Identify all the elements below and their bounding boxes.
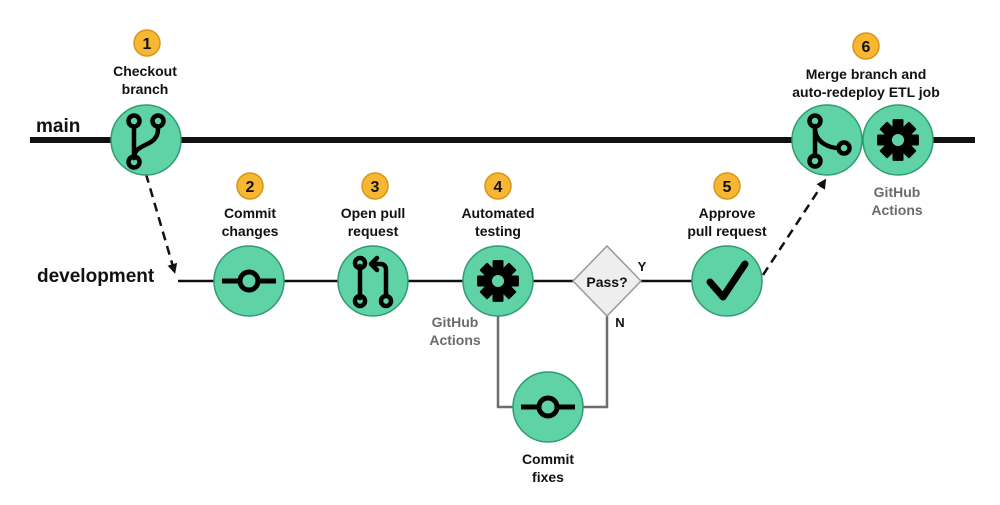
step-merge-and-redeploy: 6 Merge branch and auto-redeploy ETL job… — [791, 32, 940, 218]
approve-node — [691, 245, 763, 317]
git-commit-icon — [521, 395, 575, 419]
step-commit-fixes: Commit fixes — [512, 371, 584, 485]
step-number-2: 2 — [246, 179, 255, 196]
github-actions-label-2-line-1: GitHub — [874, 184, 921, 200]
step-checkout-branch: 1 Checkout branch — [110, 29, 182, 176]
step-commit-changes: 2 Commit changes — [213, 172, 285, 317]
step-automated-testing: 4 Automated testing GitHub Actions — [429, 172, 535, 348]
step-label-3-line-1: Open pull — [341, 205, 406, 221]
github-actions-label-line-2: Actions — [429, 332, 481, 348]
step-number-4: 4 — [494, 179, 503, 196]
step-badge-4 — [484, 172, 512, 200]
step-label-5-line-1: Approve — [699, 205, 756, 221]
merge-arrow — [761, 178, 827, 276]
step-label-4-line-2: testing — [475, 223, 521, 239]
git-branch-icon — [126, 113, 166, 170]
pull-request-node — [337, 245, 409, 317]
github-actions-label-line-1: GitHub — [432, 314, 479, 330]
step-badge-5 — [713, 172, 741, 200]
step-badge-3 — [361, 172, 389, 200]
decision-yes-label: Y — [638, 259, 647, 274]
step-badge-1 — [133, 29, 161, 57]
step-badge-6 — [852, 32, 880, 60]
step-label-6-line-1: Merge branch and — [806, 66, 927, 82]
step-approve-pull-request: 5 Approve pull request — [687, 172, 767, 317]
git-commit-icon — [222, 269, 276, 293]
main-lane-label: main — [36, 116, 80, 137]
step-label-2-line-2: changes — [222, 223, 279, 239]
step-number-1: 1 — [143, 36, 152, 53]
decision-no-label: N — [615, 315, 624, 330]
step-label-1-line-1: Checkout — [113, 63, 177, 79]
github-actions-label-2-line-2: Actions — [871, 202, 923, 218]
step-open-pull-request: 3 Open pull request — [337, 172, 409, 317]
step-number-3: 3 — [371, 179, 380, 196]
git-merge-icon — [807, 113, 852, 169]
development-lane-label: development — [37, 266, 155, 287]
step-number-6: 6 — [862, 39, 871, 56]
decision-diamond — [571, 244, 643, 318]
step-label-4-line-1: Automated — [461, 205, 534, 221]
git-pull-request-icon — [352, 255, 394, 309]
step-label-6-line-2: auto-redeploy ETL job — [792, 84, 940, 100]
checkout-node — [110, 104, 182, 176]
merge-node — [791, 104, 863, 176]
checkmark-icon — [706, 260, 749, 301]
step-label-5-line-2: pull request — [687, 223, 767, 239]
checkout-arrow — [144, 173, 178, 274]
decision-label: Pass? — [586, 274, 627, 290]
commit-fixes-label-line-2: fixes — [532, 469, 564, 485]
decision-pass: Pass? Y N — [571, 244, 647, 330]
step-badge-2 — [236, 172, 264, 200]
step-label-3-line-2: request — [348, 223, 399, 239]
step-number-5: 5 — [723, 179, 732, 196]
step-label-1-line-2: branch — [122, 81, 169, 97]
gear-icon — [877, 119, 919, 161]
gear-icon — [477, 260, 519, 302]
step-label-2-line-1: Commit — [224, 205, 276, 221]
commit-fixes-label-line-1: Commit — [522, 451, 574, 467]
